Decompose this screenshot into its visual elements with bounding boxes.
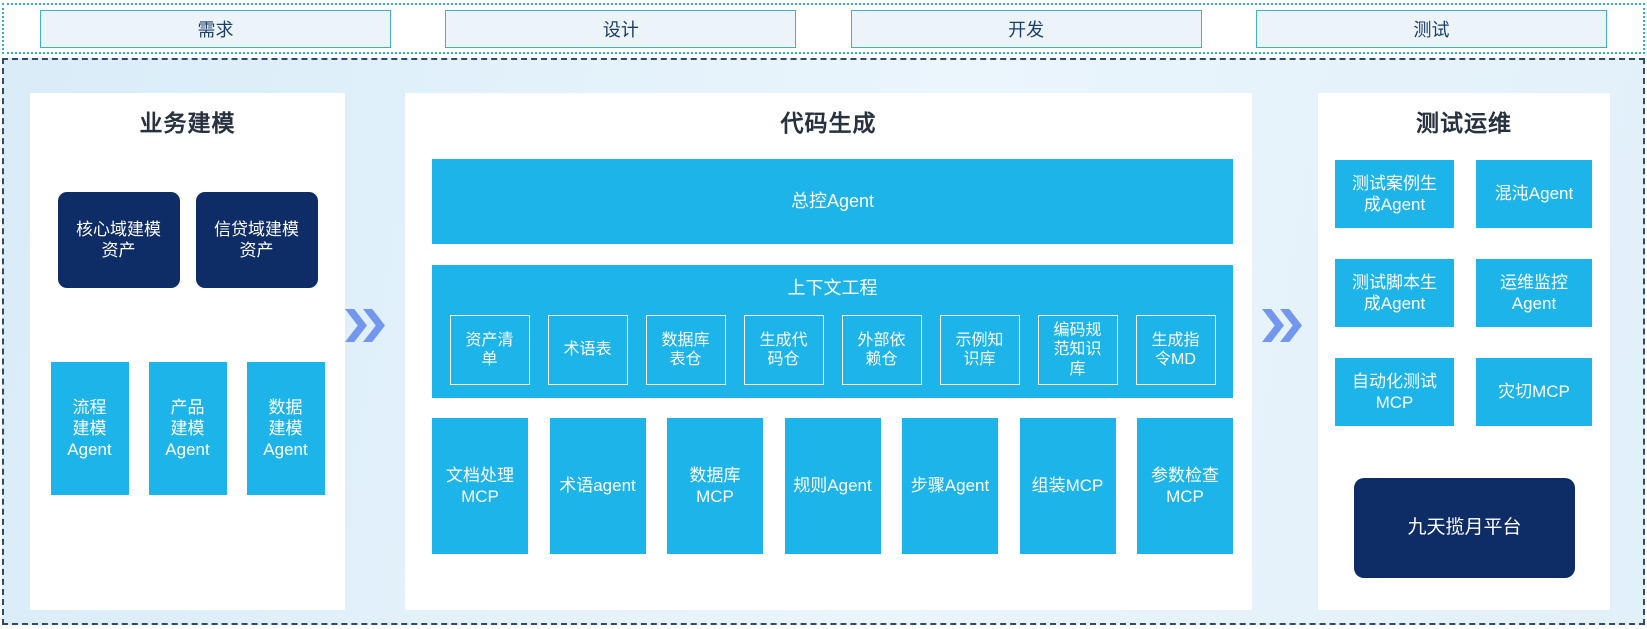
code-generation-title: 代码生成 [780, 110, 877, 136]
step-agent-box: 步骤Agent [902, 418, 998, 554]
testops-grid: 测试案例生 成Agent 混沌Agent 测试脚本生 成Agent 运维监控 A… [1335, 160, 1592, 426]
context-engineering-bar: 上下文工程 资产清 单 术语表 数据库 表仓 生成代 码仓 外部依 赖仓 示例知… [432, 265, 1233, 398]
panel-code-generation: 代码生成 总控Agent 上下文工程 资产清 单 术语表 数据库 表仓 生成代 … [405, 93, 1252, 610]
test-script-gen-agent-box: 测试脚本生 成Agent [1335, 259, 1454, 327]
coding-standard-kb-box: 编码规 范知识 库 [1037, 315, 1118, 385]
chevron-right-icon [1262, 309, 1284, 342]
doc-processing-mcp-box: 文档处理 MCP [432, 418, 528, 554]
param-check-mcp-box: 参数检查 MCP [1137, 418, 1233, 554]
test-operations-title: 测试运维 [1416, 110, 1512, 136]
db-table-repo-box: 数据库 表仓 [645, 315, 726, 385]
chaos-agent-box: 混沌Agent [1476, 160, 1592, 228]
assembly-mcp-box: 组装MCP [1019, 418, 1116, 554]
generated-code-repo-box: 生成代 码仓 [743, 315, 824, 385]
credit-domain-asset-box: 信贷域建模 资产 [195, 192, 318, 288]
asset-list-box: 资产清 单 [449, 315, 530, 385]
test-case-gen-agent-box: 测试案例生 成Agent [1335, 160, 1454, 228]
panel-business-modeling: 业务建模 核心域建模 资产 信贷域建模 资产 流程 建模 Agent 产品 建模… [30, 93, 345, 610]
flow-arrow-icon [345, 309, 385, 342]
data-modeling-agent-box: 数据 建模 Agent [246, 362, 325, 495]
modeling-asset-row: 核心域建模 资产 信贷域建模 资产 [30, 192, 345, 288]
master-agent-bar: 总控Agent [432, 159, 1233, 244]
product-modeling-agent-box: 产品 建模 Agent [148, 362, 227, 495]
core-domain-asset-box: 核心域建模 资产 [57, 192, 180, 288]
main-container: 业务建模 核心域建模 资产 信贷域建模 资产 流程 建模 Agent 产品 建模… [2, 58, 1645, 625]
jiutian-lanyue-platform-box: 九天揽月平台 [1354, 478, 1575, 578]
lifecycle-stage-bar: 需求 设计 开发 测试 [2, 3, 1645, 54]
glossary-box: 术语表 [547, 315, 628, 385]
terminology-agent-box: 术语agent [549, 418, 646, 554]
process-modeling-agent-box: 流程 建模 Agent [50, 362, 129, 495]
chevron-right-icon [345, 309, 367, 342]
automated-test-mcp-box: 自动化测试 MCP [1335, 358, 1454, 426]
example-knowledge-base-box: 示例知 识库 [939, 315, 1020, 385]
stage-development: 开发 [850, 9, 1202, 48]
database-mcp-box: 数据库 MCP [667, 418, 763, 554]
stage-design: 设计 [445, 9, 797, 48]
ops-monitoring-agent-box: 运维监控 Agent [1476, 259, 1592, 327]
context-engineering-title: 上下文工程 [787, 278, 878, 298]
modeling-agent-row: 流程 建模 Agent 产品 建模 Agent 数据 建模 Agent [30, 362, 345, 495]
generation-instruction-md-box: 生成指 令MD [1135, 315, 1216, 385]
disaster-switch-mcp-box: 灾切MCP [1476, 358, 1592, 426]
business-modeling-title: 业务建模 [139, 110, 236, 136]
flow-arrow-icon [1262, 309, 1302, 342]
worker-row: 文档处理 MCP 术语agent 数据库 MCP 规则Agent 步骤Agent… [432, 418, 1233, 554]
stage-requirements: 需求 [40, 9, 391, 48]
external-deps-repo-box: 外部依 赖仓 [841, 315, 922, 385]
panel-test-operations: 测试运维 测试案例生 成Agent 混沌Agent 测试脚本生 成Agent 运… [1318, 93, 1610, 610]
context-item-row: 资产清 单 术语表 数据库 表仓 生成代 码仓 外部依 赖仓 示例知 识库 编码… [432, 315, 1233, 385]
rule-agent-box: 规则Agent [784, 418, 881, 554]
stage-testing: 测试 [1255, 9, 1607, 48]
